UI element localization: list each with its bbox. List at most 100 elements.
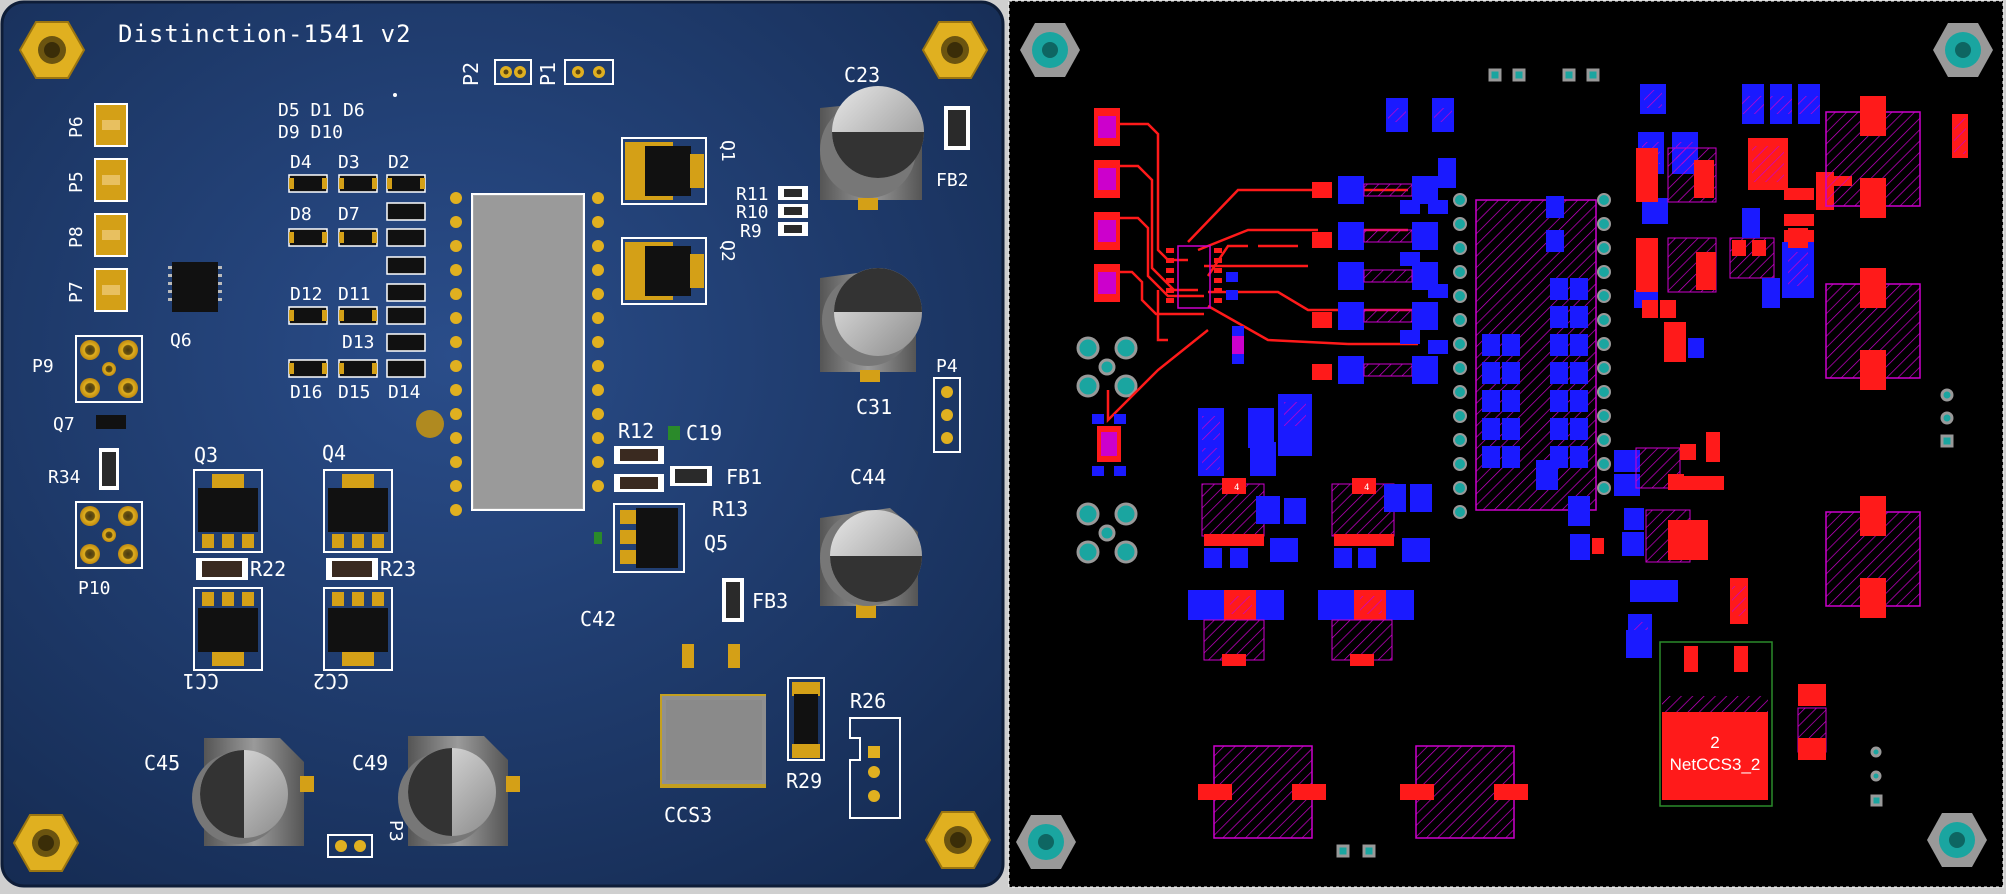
label-D2: D2 <box>388 152 410 173</box>
label-P8: P8 <box>66 226 87 248</box>
label-C19: C19 <box>686 421 722 445</box>
layout-mounting-hole <box>1016 815 1076 869</box>
component-CCS3[interactable] <box>660 694 766 788</box>
layout-mounting-hole <box>1933 23 1993 77</box>
label-P9: P9 <box>32 356 54 377</box>
label-P2: P2 <box>459 62 483 86</box>
pcb-3d-view-pane[interactable]: Distinction-1541 v2 P2 P1 D5 D1 D6 D9 D1… <box>0 0 1005 889</box>
label-D16: D16 <box>290 382 323 403</box>
label-D14: D14 <box>388 382 421 403</box>
diode-array[interactable] <box>288 174 426 378</box>
layout-Q5-section <box>1570 432 1748 658</box>
main-ic-pins <box>450 192 604 516</box>
mounting-hole <box>12 814 80 872</box>
header-P2[interactable]: P2 <box>459 59 532 86</box>
layout-R29-R26 <box>1797 684 1827 760</box>
mounting-hole <box>18 21 86 79</box>
label-P4: P4 <box>936 356 958 377</box>
label-P6: P6 <box>66 116 87 138</box>
label-Q6: Q6 <box>170 330 192 351</box>
pcb-2d-layout: 4 4 <box>1008 0 2004 888</box>
layout-vias <box>1336 68 1954 858</box>
component-Q6[interactable] <box>168 262 222 312</box>
resistors-R22-R23[interactable] <box>196 558 378 580</box>
capacitor-C42[interactable] <box>682 644 740 668</box>
label-D12: D12 <box>290 284 323 305</box>
component-CC1[interactable] <box>193 587 263 671</box>
label-Q2: Q2 <box>717 240 738 262</box>
main-ic-package[interactable] <box>471 193 585 511</box>
label-R23: R23 <box>380 557 416 581</box>
pcb-2d-layout-pane[interactable]: 4 4 <box>1008 0 2006 889</box>
resistor-R34[interactable] <box>99 448 119 490</box>
label-R13: R13 <box>712 497 748 521</box>
component-Q5[interactable] <box>613 503 685 573</box>
label-D11: D11 <box>338 284 371 305</box>
label-D7: D7 <box>338 204 360 225</box>
label-D9-D10: D9 D10 <box>278 122 343 143</box>
label-R12: R12 <box>618 419 654 443</box>
capacitor-C23[interactable] <box>820 86 924 210</box>
layout-Q6-footprint <box>1166 245 1222 309</box>
layout-Q6-caps <box>1226 272 1244 364</box>
label-CC1: CC1 <box>183 669 219 693</box>
label-FB2: FB2 <box>936 170 969 191</box>
label-CC2: CC2 <box>313 669 349 693</box>
fiducial-marker <box>416 410 444 438</box>
label-C42: C42 <box>580 607 616 631</box>
component-Q1[interactable] <box>621 137 707 205</box>
component-Q2[interactable] <box>621 237 707 305</box>
ferrite-FB2[interactable] <box>944 106 970 150</box>
label-R9: R9 <box>740 221 762 242</box>
component-Q7[interactable] <box>96 415 126 429</box>
label-Q7: Q7 <box>53 414 75 435</box>
header-P3[interactable] <box>327 834 373 858</box>
component-Q3[interactable] <box>193 469 263 553</box>
component-Q4[interactable] <box>323 469 393 553</box>
capacitor-C44[interactable] <box>820 508 922 618</box>
ferrite-FB3[interactable] <box>722 578 744 622</box>
capacitor-C49[interactable] <box>398 736 520 846</box>
label-D4: D4 <box>290 152 312 173</box>
layout-Q3-Q4: 4 4 <box>1188 394 1432 666</box>
connector-R26[interactable] <box>849 717 901 819</box>
label-CCS3: CCS3 <box>664 803 712 827</box>
label-P1: P1 <box>536 62 560 86</box>
resistors-R12[interactable] <box>614 446 664 492</box>
label-P10: P10 <box>78 578 111 599</box>
header-P1[interactable]: P1 <box>536 59 614 86</box>
label-R26: R26 <box>850 689 886 713</box>
layout-CCS3-net-pad: 2 NetCCS3_2 <box>1659 641 1773 807</box>
layout-mounting-hole <box>1020 23 1080 77</box>
header-P4[interactable] <box>933 377 961 453</box>
label-R11: R11 <box>736 184 769 205</box>
capacitor-C45[interactable] <box>192 738 314 846</box>
resistor-R29[interactable] <box>787 677 825 761</box>
component-CC2[interactable] <box>323 587 393 671</box>
label-P7: P7 <box>66 281 87 303</box>
connector-P10[interactable] <box>75 501 143 569</box>
layout-C45-C49 <box>1198 745 1528 839</box>
label-FB3: FB3 <box>752 589 788 613</box>
connector-P9[interactable] <box>75 335 143 403</box>
label-C45: C45 <box>144 751 180 775</box>
label-C31: C31 <box>856 395 892 419</box>
layout-pad-4: 4 <box>1364 483 1369 493</box>
label-FB1: FB1 <box>726 465 762 489</box>
ferrite-FB1[interactable] <box>670 466 712 486</box>
label-C49: C49 <box>352 751 388 775</box>
label-D3: D3 <box>338 152 360 173</box>
label-R34: R34 <box>48 467 81 488</box>
layout-power-section <box>1636 84 1852 362</box>
layout-bulk-caps <box>1784 96 1968 618</box>
label-Q3: Q3 <box>194 443 218 467</box>
capacitor-C31[interactable] <box>820 268 922 382</box>
label-C44: C44 <box>850 465 886 489</box>
net-pad-name: NetCCS3_2 <box>1670 755 1761 774</box>
label-R22: R22 <box>250 557 286 581</box>
led-connectors[interactable] <box>94 103 128 312</box>
capacitor-C19[interactable] <box>668 426 680 440</box>
label-D13: D13 <box>342 332 375 353</box>
label-Q5: Q5 <box>704 531 728 555</box>
board-title: Distinction-1541 v2 <box>118 20 412 48</box>
